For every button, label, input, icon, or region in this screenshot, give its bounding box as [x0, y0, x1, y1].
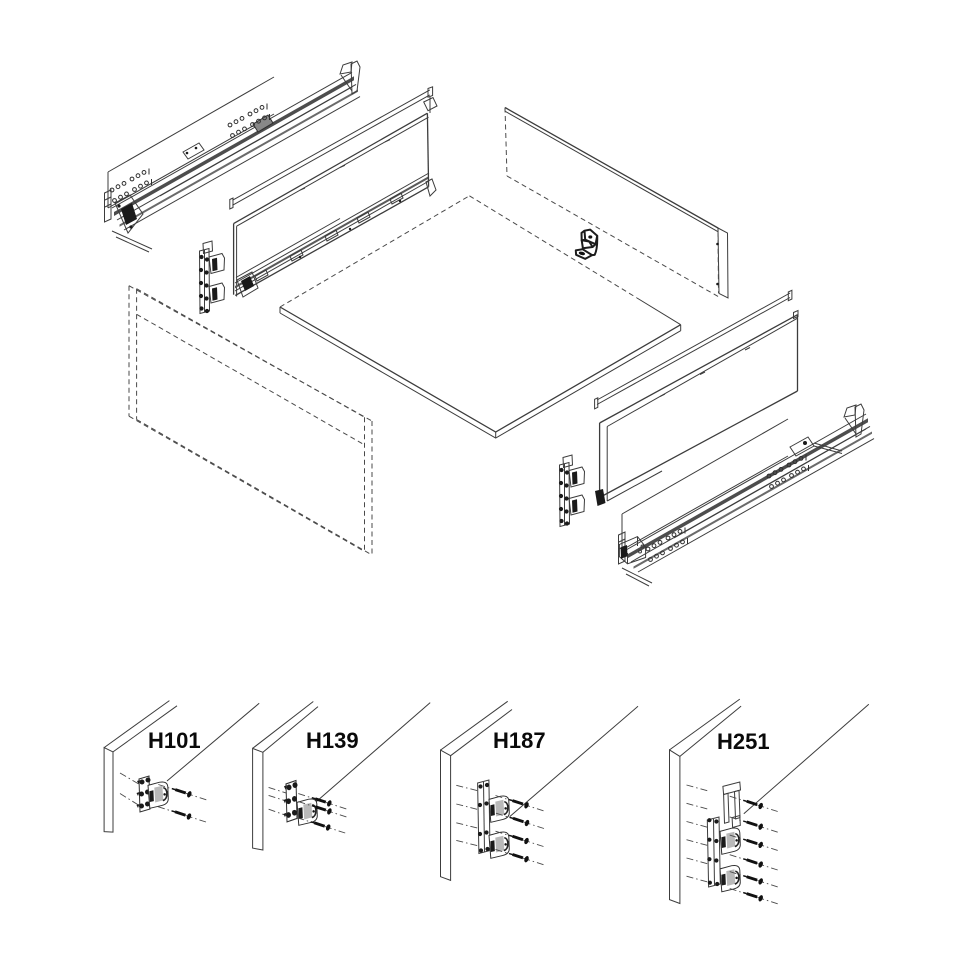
svg-text:H139: H139	[306, 728, 359, 753]
svg-text:H251: H251	[717, 729, 770, 754]
svg-text:H187: H187	[493, 728, 546, 753]
svg-text:H101: H101	[148, 728, 201, 753]
